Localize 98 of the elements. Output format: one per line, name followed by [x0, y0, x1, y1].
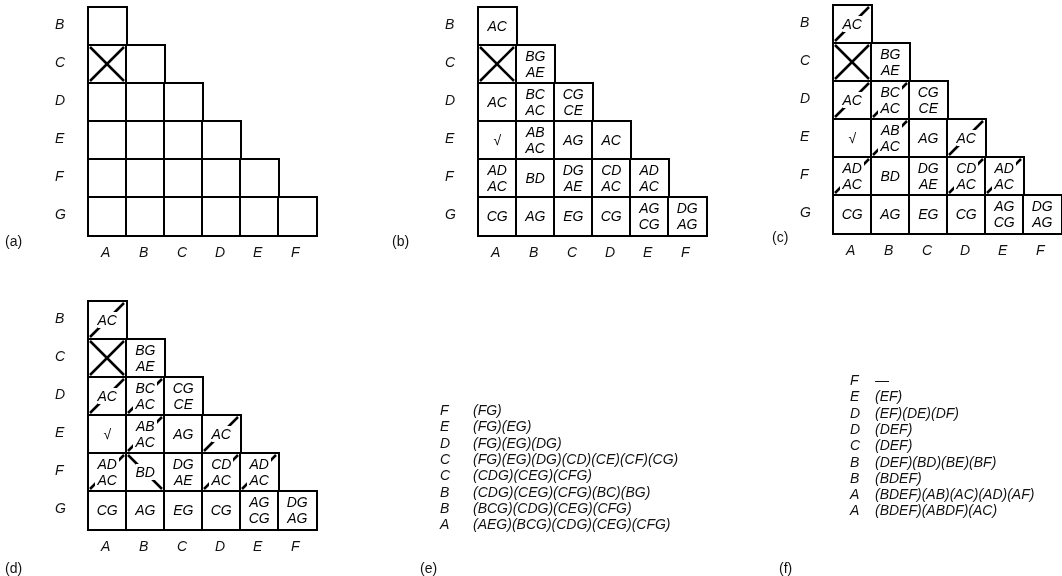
- column-label: D: [215, 538, 226, 554]
- row-label: G: [55, 206, 66, 222]
- row-label: D: [55, 386, 66, 402]
- row-label: E: [800, 128, 810, 144]
- column-label: A: [101, 244, 111, 260]
- row-label: G: [445, 206, 456, 222]
- cell-text: √: [493, 132, 502, 149]
- row-label: B: [440, 483, 450, 500]
- row-label: B: [850, 453, 860, 470]
- cell-text: AC: [842, 16, 862, 33]
- expression-text: (DEF): [875, 437, 913, 454]
- expression-text: (DEF)(BD)(BE)(BF): [875, 453, 997, 470]
- row-label: B: [55, 310, 65, 326]
- expression-text: (BDEF): [875, 469, 922, 486]
- column-label: E: [253, 244, 263, 260]
- expression-text: (BDEF)(AB)(AC)(AD)(AF): [875, 486, 1035, 503]
- cell-text: AC: [956, 130, 976, 147]
- cell-text: √: [848, 130, 857, 147]
- row-label: E: [850, 388, 860, 405]
- row-label: F: [445, 168, 454, 184]
- row-label: D: [850, 404, 861, 421]
- expression-text: (FG)(EG): [473, 418, 532, 435]
- column-label: E: [643, 244, 653, 260]
- row-label: C: [850, 437, 861, 454]
- column-label: A: [846, 242, 856, 258]
- column-label: E: [998, 242, 1008, 258]
- expression-text: (FG): [473, 402, 502, 418]
- expression-text: (EF)(DE)(DF): [875, 404, 959, 421]
- row-label: E: [440, 418, 450, 435]
- row-label: B: [445, 16, 455, 32]
- column-label: B: [139, 538, 149, 554]
- cell-text: AC: [842, 92, 862, 109]
- panel-label: (e): [420, 560, 438, 576]
- row-label: D: [55, 92, 66, 108]
- row-label: B: [440, 499, 450, 516]
- row-label: D: [850, 420, 861, 437]
- row-label: B: [800, 14, 810, 30]
- row-label: E: [55, 130, 65, 146]
- row-label: C: [440, 467, 451, 484]
- expression-text: (FG)(EG)(DG): [473, 434, 562, 451]
- column-label: B: [139, 244, 149, 260]
- column-label: F: [1036, 242, 1045, 258]
- column-label: C: [177, 244, 188, 260]
- expression-text: (FG)(EG)(DG)(CD)(CE)(CF)(CG): [473, 450, 679, 467]
- expression-text: (DEF): [875, 420, 913, 437]
- row-label: A: [440, 516, 450, 533]
- cell-text: BD: [135, 464, 155, 481]
- expression-text: (CDG)(CEG)(CFG)(BC)(BG): [473, 483, 651, 500]
- cell-text: AC: [211, 426, 231, 443]
- panel-label: (d): [5, 560, 23, 576]
- cell-text: AC: [97, 312, 117, 329]
- column-label: F: [291, 538, 300, 554]
- column-label: D: [215, 244, 226, 260]
- row-label: C: [55, 348, 66, 364]
- column-label: C: [567, 244, 578, 260]
- column-label: B: [884, 242, 894, 258]
- column-label: A: [101, 538, 111, 554]
- row-label: A: [850, 502, 860, 519]
- column-label: D: [960, 242, 971, 258]
- row-label: B: [55, 16, 65, 32]
- column-label: C: [177, 538, 188, 554]
- panel-label: (a): [5, 233, 23, 249]
- expression-text: (EF): [875, 388, 903, 405]
- row-label: C: [800, 52, 811, 68]
- row-label: F: [440, 402, 449, 418]
- panel-label: (b): [392, 233, 410, 249]
- row-label: F: [800, 166, 809, 182]
- column-label: F: [681, 244, 690, 260]
- row-label: E: [445, 130, 455, 146]
- row-label: C: [440, 450, 451, 467]
- row-label: F: [850, 372, 859, 388]
- row-label: A: [850, 486, 860, 503]
- column-label: D: [605, 244, 616, 260]
- column-label: B: [529, 244, 539, 260]
- column-label: E: [253, 538, 263, 554]
- cell-text: AC: [97, 388, 117, 405]
- expression-text: (AEG)(BCG)(CDG)(CEG)(CFG): [473, 516, 671, 533]
- expression-text: (CDG)(CEG)(CFG): [473, 467, 592, 484]
- row-label: D: [800, 90, 811, 106]
- row-label: G: [800, 204, 811, 220]
- row-label: E: [55, 424, 65, 440]
- panel-label: (c): [772, 229, 789, 245]
- panel-label: (f): [779, 560, 793, 576]
- expression-text: (BDEF)(ABDF)(AC): [875, 502, 998, 519]
- row-label: D: [440, 434, 451, 451]
- row-label: D: [445, 92, 456, 108]
- column-label: A: [491, 244, 501, 260]
- row-label: G: [55, 500, 66, 516]
- row-label: F: [55, 168, 64, 184]
- column-label: F: [291, 244, 300, 260]
- column-label: C: [922, 242, 933, 258]
- expression-text: (BCG)(CDG)(CEG)(CFG): [473, 499, 632, 516]
- row-label: F: [55, 462, 64, 478]
- row-label: C: [445, 54, 456, 70]
- expression-text: —: [875, 372, 889, 388]
- row-label: C: [55, 54, 66, 70]
- row-label: B: [850, 469, 860, 486]
- cell-text: √: [103, 426, 112, 443]
